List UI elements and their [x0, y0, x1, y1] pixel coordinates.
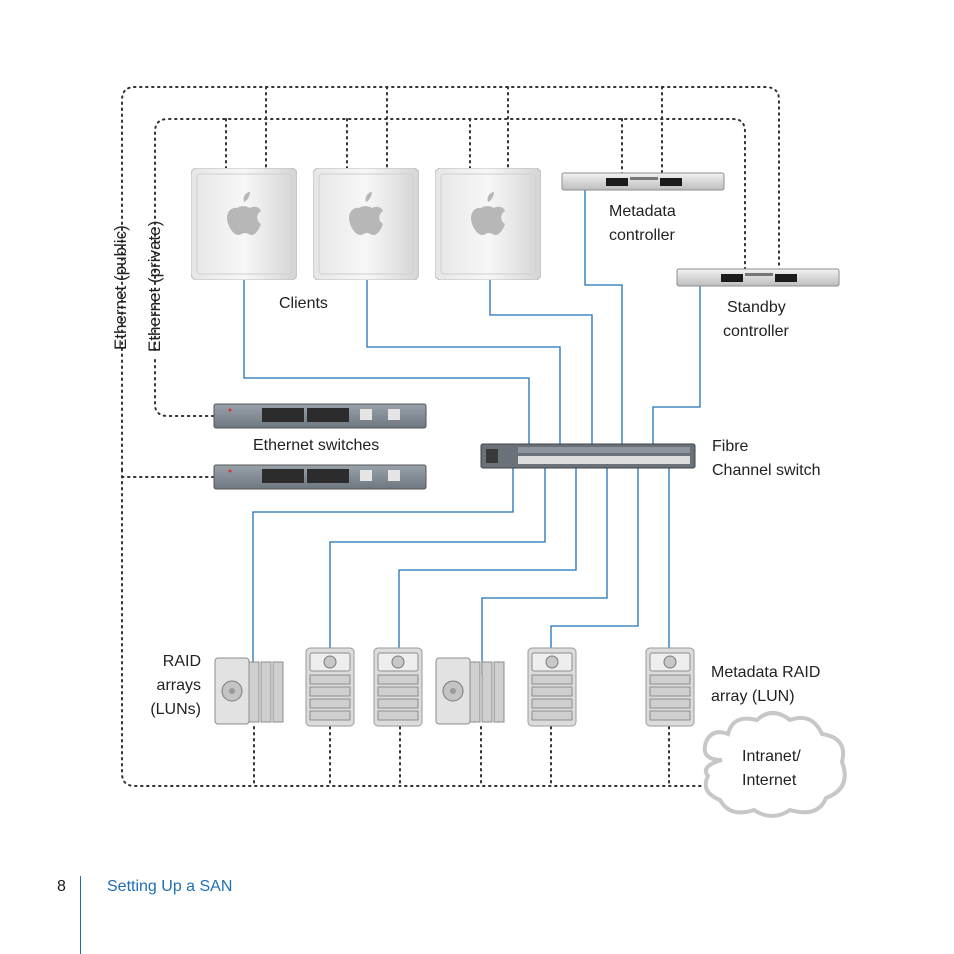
raid-arrays-line-2: arrays	[156, 677, 201, 694]
raid-array-4	[435, 657, 505, 725]
client-mac-pro-2	[313, 168, 419, 280]
metadata-controller-server	[561, 172, 725, 191]
metadata-raid-label: Metadata RAID array (LUN)	[711, 661, 820, 709]
metadata-controller-line-2: controller	[609, 227, 675, 244]
raid-arrays-label: RAID arrays (LUNs)	[150, 650, 201, 722]
ethernet-private-label: Ethernet (private)	[145, 220, 164, 352]
ethernet-switches-label: Ethernet switches	[253, 437, 380, 454]
ethernet-public-network	[121, 86, 780, 787]
raid-array-1	[214, 657, 284, 725]
intranet-label: Intranet/ Internet	[742, 745, 801, 793]
metadata-controller-label: Metadata controller	[609, 200, 676, 248]
page-number: 8	[57, 878, 66, 895]
fibre-channel-switch	[480, 443, 696, 469]
metadata-controller-line-1: Metadata	[609, 203, 676, 220]
ethernet-public-label: Ethernet (public)	[111, 225, 130, 350]
ethernet-private-network	[154, 118, 746, 417]
standby-controller-line-1: Standby	[727, 299, 786, 316]
client-mac-pro-1	[191, 168, 297, 280]
fibre-channel-switch-label: Fibre Channel switch	[712, 435, 821, 483]
raid-arrays-line-3: (LUNs)	[150, 701, 201, 718]
clients-label: Clients	[279, 295, 328, 312]
standby-controller-line-2: controller	[723, 323, 789, 340]
footer-divider	[80, 876, 81, 954]
standby-controller-server	[676, 268, 840, 287]
cloud-icon	[702, 711, 847, 818]
raid-arrays-line-1: RAID	[162, 653, 201, 670]
metadata-raid-array	[645, 647, 695, 727]
client-mac-pro-3	[435, 168, 541, 280]
ethernet-switch-1	[213, 403, 427, 429]
raid-array-5	[527, 647, 577, 727]
intranet-line-1: Intranet/	[742, 748, 801, 765]
intranet-line-2: Internet	[742, 772, 797, 789]
metadata-raid-line-2: array (LUN)	[711, 688, 795, 705]
fibre-channel-links	[243, 190, 701, 675]
ethernet-switch-2	[213, 464, 427, 490]
metadata-raid-line-1: Metadata RAID	[711, 664, 821, 681]
raid-array-3	[373, 647, 423, 727]
standby-controller-label: Standby controller	[723, 296, 789, 344]
fibre-channel-line-1: Fibre	[712, 438, 749, 455]
fibre-channel-line-2: Channel switch	[712, 462, 821, 479]
raid-array-2	[305, 647, 355, 727]
section-title: Setting Up a SAN	[107, 878, 233, 895]
